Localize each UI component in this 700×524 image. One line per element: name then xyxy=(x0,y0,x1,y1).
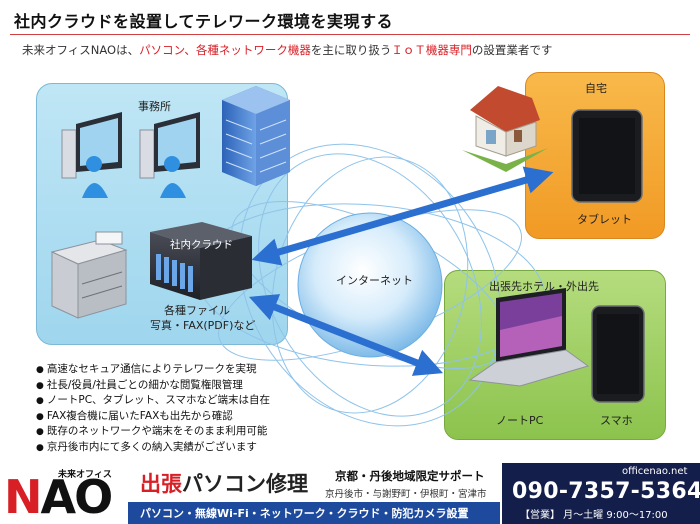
phone-number[interactable]: 090-7357-5364 xyxy=(512,479,700,504)
services-bar xyxy=(128,502,500,524)
brand-block xyxy=(0,463,128,524)
home-label: 自宅 xyxy=(585,82,607,95)
smartphone-label: スマホ xyxy=(600,414,633,427)
cloud-label: 社内クラウド xyxy=(170,239,233,251)
brand-logo-ao: AO xyxy=(40,470,114,524)
service-title-red: 出張 xyxy=(140,472,182,496)
business-hours: 【営業】 月〜土曜 9:00〜17:00 xyxy=(520,510,668,521)
service-title-rest: パソコン修理 xyxy=(182,472,308,496)
brand-logo: NAO xyxy=(4,470,114,524)
tablet-icon xyxy=(571,109,643,203)
feature-item: 京丹後市内にて多くの納入実績がございます xyxy=(36,440,270,456)
network-diagram xyxy=(50,86,645,427)
brand-logo-n: N xyxy=(4,470,42,524)
subtitle-suffix: の設置業者です xyxy=(471,43,553,57)
feature-item: 高速なセキュア通信によりテレワークを実現 xyxy=(36,362,270,378)
notebook-pc-icon xyxy=(468,288,590,387)
smartphone-icon xyxy=(591,305,645,403)
feature-item: 社長/役員/社員ごとの細かな閲覧権限管理 xyxy=(36,378,270,394)
feature-item: ノートPC、タブレット、スマホなど端末は自在 xyxy=(36,393,270,409)
tablet-label: タブレット xyxy=(577,213,632,226)
support-region: 京都・丹後地域限定サポート xyxy=(335,469,485,483)
feature-item: 既存のネットワークや端末をそのまま利用可能 xyxy=(36,424,270,440)
page-title: 社内クラウドを設置してテレワーク環境を実現する xyxy=(14,12,394,31)
office-label: 事務所 xyxy=(138,100,171,113)
subtitle-highlight-iot: ＩｏＴ機器専門 xyxy=(391,43,472,57)
workstation-icon xyxy=(139,112,200,198)
services-list: パソコン・無線Wi-Fi・ネットワーク・クラウド・防犯カメラ設置 xyxy=(140,507,469,520)
feature-item: FAX複合機に届いたFAXも出先から確認 xyxy=(36,409,270,425)
cloud-server-icon xyxy=(150,222,252,300)
files-label-line2: 写真・FAX(PDF)など xyxy=(150,319,256,332)
subtitle: 未来オフィスNAOは、パソコン、各種ネットワーク機器を主に取り扱うＩｏＴ機器専門… xyxy=(22,42,552,58)
subtitle-middle: を主に取り扱う xyxy=(310,43,392,57)
trip-label: 出張先ホテル・外出先 xyxy=(489,280,599,293)
support-towns: 京丹後市・与謝野町・伊根町・宮津市 xyxy=(325,489,487,500)
contact-block xyxy=(502,463,700,524)
internet-label: インターネット xyxy=(336,274,413,287)
website-link[interactable]: officenao.net xyxy=(622,466,688,477)
subtitle-highlight-devices: パソコン、各種ネットワーク機器 xyxy=(139,43,311,57)
fax-printer-icon xyxy=(50,231,128,319)
files-label-line1: 各種ファイル xyxy=(164,304,230,317)
house-icon xyxy=(462,86,548,172)
notebook-label: ノートPC xyxy=(496,414,544,427)
feature-list: 高速なセキュア通信によりテレワークを実現 社長/役員/社員ごとの細かな閲覧権限管… xyxy=(36,362,270,456)
arrow-home-cloud xyxy=(251,166,554,266)
arrow-files-trip xyxy=(248,294,444,376)
title-divider xyxy=(10,34,690,35)
office-building-icon xyxy=(222,86,290,186)
brand-small-label: 未来オフィス xyxy=(58,470,112,480)
workstation-icon xyxy=(61,112,122,198)
subtitle-prefix: 未来オフィスNAOは、 xyxy=(22,43,140,57)
service-title: 出張パソコン修理 xyxy=(140,468,308,498)
